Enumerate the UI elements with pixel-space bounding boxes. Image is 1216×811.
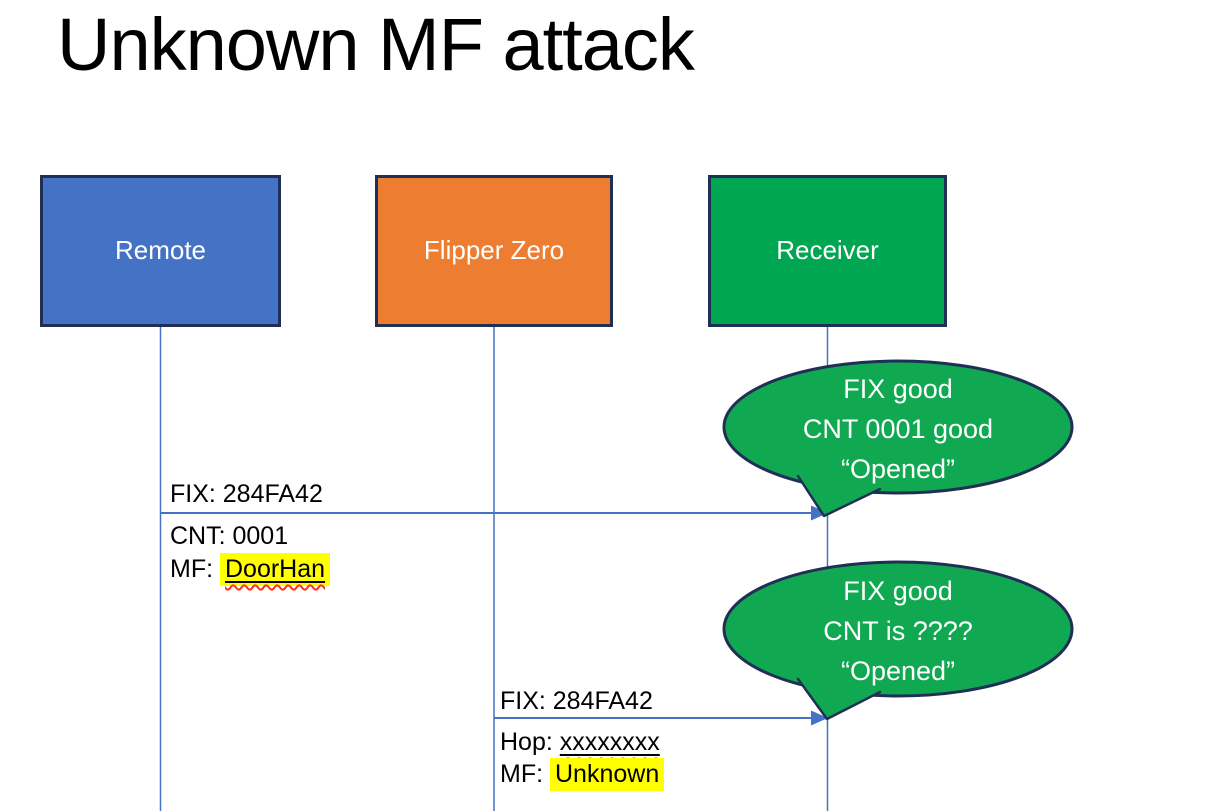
actor-label-remote: Remote <box>114 235 207 266</box>
actor-label-receiver: Receiver <box>776 235 879 266</box>
message-1-cnt-label: CNT: 0001 <box>170 522 289 550</box>
callout-1-line-2: CNT 0001 good <box>802 414 994 444</box>
message-1-mf-value: DoorHan <box>225 555 326 583</box>
message-2-hop-label: Hop: xxxxxxxx <box>500 727 660 757</box>
message-2-mf-highlight: Unknown <box>550 758 665 791</box>
message-arrow-2-head <box>811 710 828 726</box>
message-2-hop-value: xxxxxxxx <box>559 728 660 756</box>
actor-label-flipper-zero: Flipper Zero <box>423 235 565 266</box>
page-title: Unknown MF attack <box>57 3 695 86</box>
message-arrow-1-head <box>811 505 828 521</box>
callout-2-line-3: “Opened” <box>840 656 956 686</box>
callout-text-1: FIX good CNT 0001 good “Opened” <box>724 369 1072 489</box>
message-2-mf-label: MF: Unknown <box>500 758 665 791</box>
callout-1-line-1: FIX good <box>843 374 953 404</box>
callout-tail-2 <box>796 677 882 721</box>
message-2-hop-prefix: Hop: <box>500 728 560 756</box>
message-2-fix-label: FIX: 284FA42 <box>500 687 653 715</box>
message-2-hop-squiggle: xxxxxxxx <box>560 728 660 756</box>
actor-box-flipper-zero: Flipper Zero <box>375 175 613 327</box>
message-1-mf-prefix: MF: <box>170 555 220 583</box>
callout-2-line-1: FIX good <box>843 576 953 606</box>
callout-1-line-3: “Opened” <box>840 454 956 484</box>
callout-2-line-2: CNT is ???? <box>823 616 973 646</box>
message-1-mf-label: MF: DoorHan <box>170 553 331 586</box>
message-1-fix-label: FIX: 284FA42 <box>170 480 323 508</box>
callout-text-2: FIX good CNT is ???? “Opened” <box>724 571 1072 691</box>
actor-box-receiver: Receiver <box>708 175 947 327</box>
message-2-mf-value: Unknown <box>555 760 660 788</box>
callout-tail-1 <box>796 474 882 518</box>
callout-bubble-2 <box>722 560 1074 698</box>
actor-box-remote: Remote <box>40 175 281 327</box>
message-2-mf-prefix: MF: <box>500 760 550 788</box>
message-1-mf-highlight: DoorHan <box>220 553 331 586</box>
callout-bubble-1 <box>722 359 1074 495</box>
